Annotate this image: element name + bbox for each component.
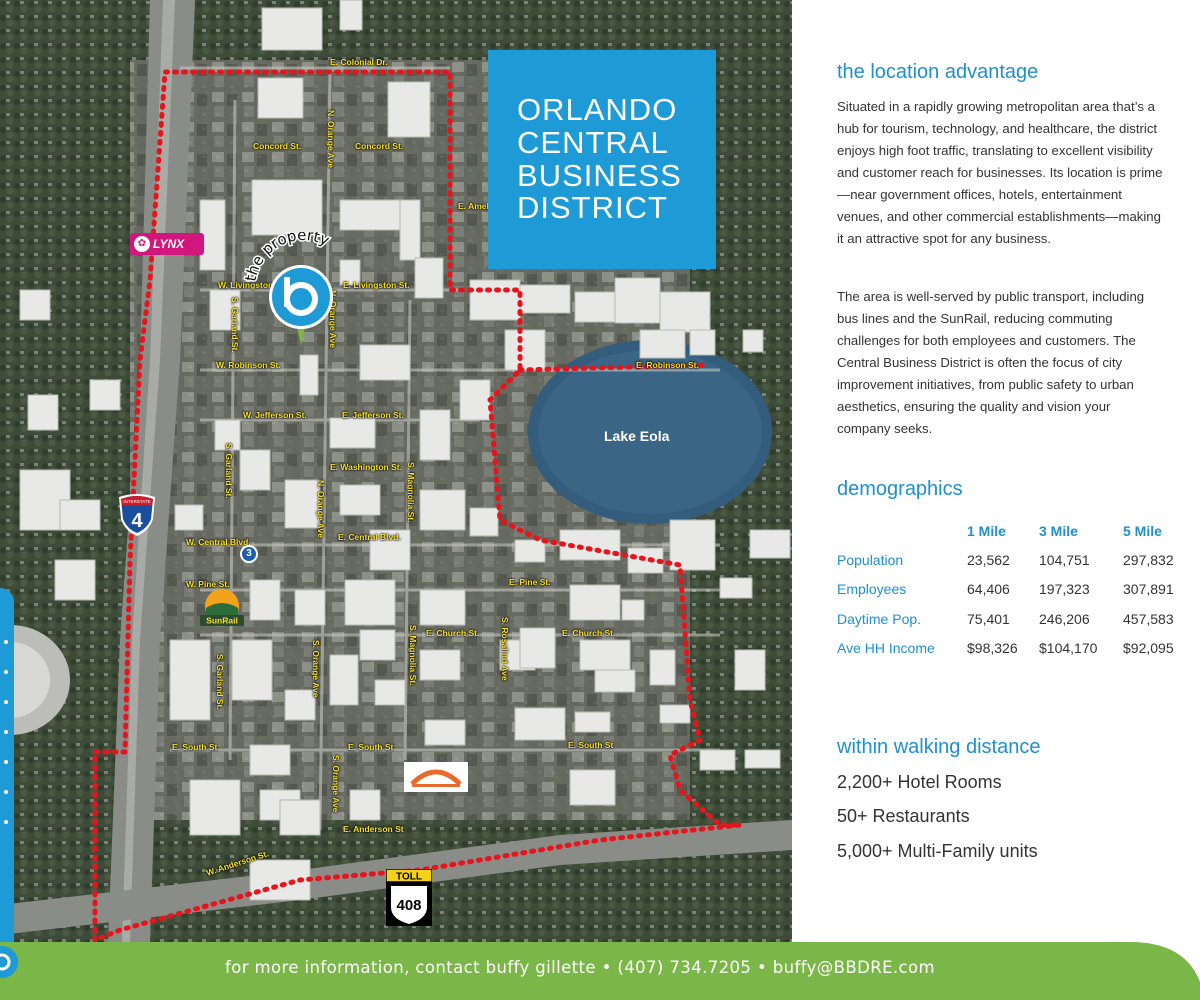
column-header: 3 Mile — [1039, 523, 1078, 539]
street-label: S. Orange Ave — [311, 640, 321, 698]
street-label: W. Robinson St. — [216, 360, 281, 370]
row-label: Ave HH Income — [837, 640, 935, 657]
street-label: E. Amelia — [458, 201, 496, 211]
paw-icon: ✿ — [134, 236, 150, 252]
table-cell: 104,751 — [1039, 551, 1090, 568]
table-cell: 246,206 — [1039, 610, 1090, 627]
footer-logo-icon — [0, 946, 18, 978]
row-label: Daytime Pop. — [837, 610, 922, 627]
street-label: W. Jefferson St. — [243, 410, 307, 420]
street-label: E. Livingston St. — [343, 280, 410, 290]
street-label: Concord St. — [253, 141, 302, 151]
street-label: S. Rosalind Ave — [500, 617, 510, 681]
footer-background — [0, 942, 1200, 1000]
performing-arts-center-sign-icon — [404, 762, 468, 792]
street-label: E. Church St. — [426, 628, 480, 638]
district-title: ORLANDO CENTRAL BUSINESS DISTRICT — [517, 91, 682, 226]
street-label: E. Washington St. — [330, 462, 402, 472]
table-cell: $104,170 — [1039, 640, 1098, 657]
interstate-number: 4 — [131, 510, 143, 532]
table-cell: 307,891 — [1123, 581, 1174, 598]
street-label: S. Magnolia St. — [408, 625, 418, 686]
district-aerial-map: E. Colonial Dr. Concord St. Concord St. … — [0, 0, 792, 942]
walking-item: 2,200+ Hotel Rooms — [837, 772, 1002, 792]
toll-label: TOLL — [396, 872, 422, 883]
row-label: Employees — [837, 581, 907, 598]
interstate-4-shield-icon: INTERSTATE 4 — [117, 491, 157, 537]
walking-item: 5,000+ Multi-Family units — [837, 841, 1038, 861]
street-label: E. Colonial Dr. — [330, 57, 388, 67]
street-label: S. Garland St. — [230, 297, 240, 353]
location-heading: the location advantage — [837, 61, 1039, 83]
table-row: Employees 64,406 197,323 307,891 — [837, 575, 1183, 605]
table-row: Population 23,562 104,751 297,832 — [837, 545, 1183, 575]
walking-item: 50+ Restaurants — [837, 806, 970, 826]
station-3-badge: 3 — [240, 545, 258, 563]
street-label: W. Central Blvd. — [186, 537, 251, 547]
interstate-label: INTERSTATE — [123, 499, 150, 504]
street-label: S. Garland St. — [215, 654, 225, 710]
street-label: E. Robinson St. — [636, 360, 699, 370]
district-title-box: ORLANDO CENTRAL BUSINESS DISTRICT — [488, 50, 716, 269]
table-cell: 297,832 — [1123, 551, 1174, 568]
street-label: E. South St — [348, 742, 394, 752]
toll-408-shield-icon: TOLL 408 — [386, 869, 432, 929]
street-label: S. Garland St. — [224, 443, 234, 499]
side-tab-dots — [4, 640, 10, 850]
lake-eola-label: Lake Eola — [604, 428, 670, 444]
side-tab — [0, 588, 14, 988]
row-label: Population — [837, 551, 904, 568]
table-cell: 75,401 — [967, 610, 1010, 627]
street-label: E. Jefferson St. — [342, 410, 404, 420]
street-label: W. Pine St. — [186, 579, 230, 589]
lynx-logo: ✿ LYNX — [130, 233, 204, 255]
footer-bar: for more information, contact buffy gill… — [0, 942, 1200, 1000]
table-cell: $98,326 — [967, 640, 1018, 657]
toll-number: 408 — [396, 897, 421, 914]
street-label: Concord St. — [355, 141, 404, 151]
street-label: E. Pine St. — [509, 577, 551, 587]
street-label: E. Church St. — [562, 628, 616, 638]
sunrail-logo: SunRail — [198, 588, 246, 630]
street-label: S. Orange Ave — [331, 755, 341, 813]
street-label: N. Orange Ave — [316, 480, 326, 538]
sunrail-label: SunRail — [206, 616, 238, 626]
location-paragraph-1: Situated in a rapidly growing metropolit… — [837, 99, 1163, 246]
table-cell: 64,406 — [967, 581, 1010, 598]
street-label: E. Central Blvd. — [338, 532, 401, 542]
street-label: E. South St — [568, 740, 614, 750]
walking-heading: within walking distance — [837, 736, 1041, 758]
column-header: 5 Mile — [1123, 523, 1162, 539]
lynx-label: LYNX — [153, 237, 185, 251]
table-row: Daytime Pop. 75,401 246,206 457,583 — [837, 604, 1183, 634]
street-label: W. Livingston — [218, 280, 274, 290]
demographics-table: 1 Mile 3 Mile 5 Mile Population 23,562 1… — [837, 517, 1183, 663]
street-label: E. Anderson St — [343, 824, 404, 834]
footer-contact-text[interactable]: for more information, contact buffy gill… — [225, 958, 935, 977]
column-header: 1 Mile — [967, 523, 1006, 539]
table-header-row: 1 Mile 3 Mile 5 Mile — [837, 517, 1183, 545]
table-cell: 23,562 — [967, 551, 1010, 568]
table-row: Ave HH Income $98,326 $104,170 $92,095 — [837, 634, 1183, 664]
street-label: N. Orange Ave — [326, 110, 336, 168]
location-paragraph-2: The area is well-served by public transp… — [837, 289, 1145, 436]
demographics-heading: demographics — [837, 478, 963, 500]
street-label: S. Magnolia St. — [406, 462, 416, 523]
property-pin-icon[interactable] — [264, 265, 338, 355]
table-cell: 457,583 — [1123, 610, 1174, 627]
table-cell: $92,095 — [1123, 640, 1174, 657]
table-cell: 197,323 — [1039, 581, 1090, 598]
table-header-empty — [837, 517, 967, 545]
street-label: N. Orange Ave — [328, 290, 338, 348]
street-label: E. South St — [172, 742, 218, 752]
